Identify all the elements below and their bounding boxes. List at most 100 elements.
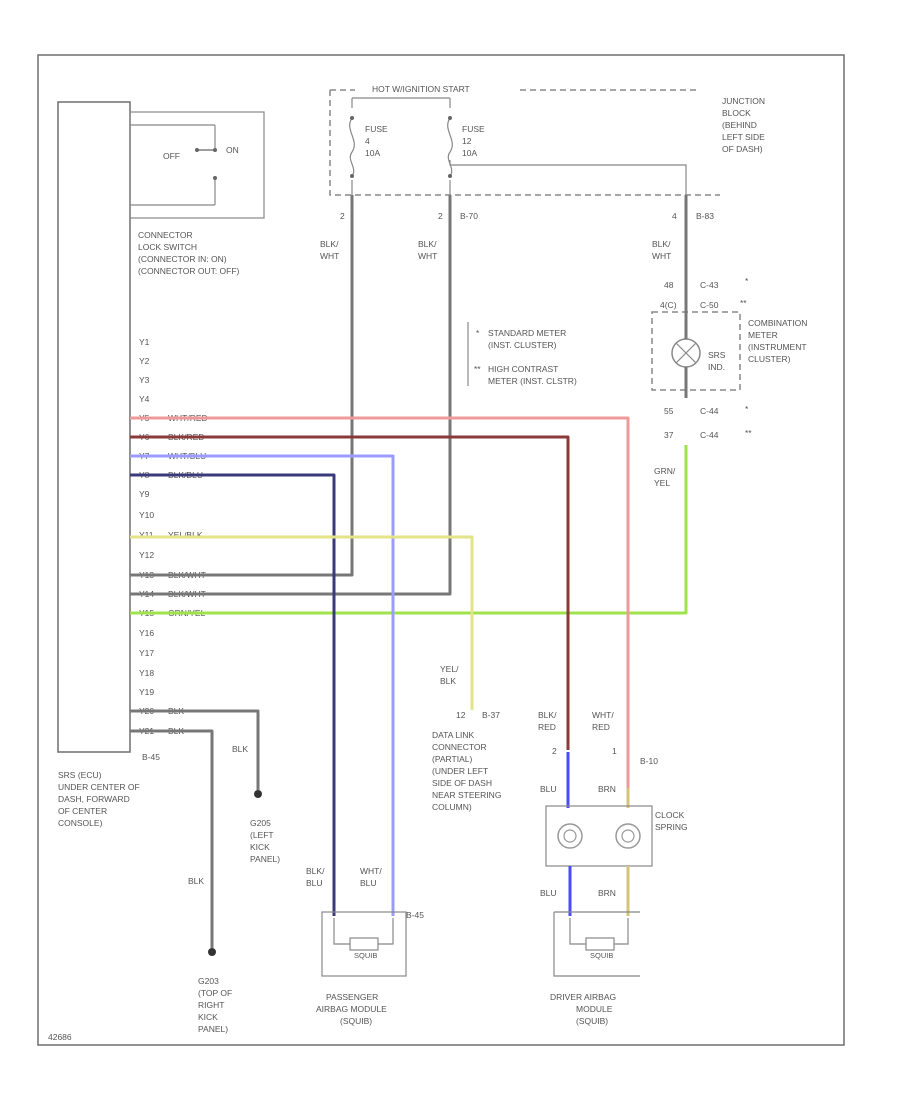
svg-text:METER (INST. CLSTR): METER (INST. CLSTR) — [488, 376, 577, 386]
svg-text:(TOP OF: (TOP OF — [198, 988, 232, 998]
svg-text:METER: METER — [748, 330, 778, 340]
svg-text:DRIVER AIRBAG: DRIVER AIRBAG — [550, 992, 616, 1002]
svg-text:DATA LINK: DATA LINK — [432, 730, 475, 740]
data-link-connector: YEL/ BLK 12 B-37 DATA LINK CONNECTOR (PA… — [432, 664, 501, 812]
svg-text:C-44: C-44 — [700, 430, 719, 440]
ecu-pin: Y2 — [139, 356, 150, 366]
clock-spring: BLK/ RED WHT/ RED 2 1 B-10 BLU BRN CLOCK… — [538, 710, 688, 916]
junction-block-label: JUNCTION BLOCK (BEHIND LEFT SIDE OF DASH… — [722, 96, 765, 154]
junction-block: HOT W/IGNITION START FUSE 4 10A FUSE 12 … — [329, 84, 720, 196]
svg-text:FUSE: FUSE — [462, 124, 485, 134]
svg-text:BLU: BLU — [540, 784, 557, 794]
wire-blk-blu — [130, 473, 336, 916]
svg-text:(SQUIB): (SQUIB) — [576, 1016, 608, 1026]
lock-switch: OFF ON — [129, 111, 265, 219]
srs-ecu-label: SRS (ECU) UNDER CENTER OF DASH, FORWARD … — [58, 770, 140, 828]
svg-text:2: 2 — [552, 746, 557, 756]
svg-text:OF DASH): OF DASH) — [722, 144, 763, 154]
svg-text:BLK/: BLK/ — [320, 239, 339, 249]
svg-text:12: 12 — [462, 136, 472, 146]
svg-text:WHT: WHT — [320, 251, 339, 261]
svg-text:10A: 10A — [462, 148, 477, 158]
svg-text:CONNECTOR: CONNECTOR — [432, 742, 487, 752]
svg-text:BLK: BLK — [188, 876, 204, 886]
wire-wht-blu — [130, 454, 395, 916]
wire-fuse4-blk-wht — [130, 195, 354, 577]
ecu-pin: Y18 — [139, 668, 154, 678]
svg-text:BLK/: BLK/ — [652, 239, 671, 249]
svg-text:OF CENTER: OF CENTER — [58, 806, 107, 816]
svg-text:COLUMN): COLUMN) — [432, 802, 472, 812]
meter-legend: * STANDARD METER (INST. CLUSTER) ** HIGH… — [467, 322, 577, 386]
diagram-frame — [37, 54, 845, 1046]
ecu-wire-code: YEL/BLK — [168, 530, 203, 540]
svg-text:WHT/: WHT/ — [360, 866, 382, 876]
svg-text:HIGH CONTRAST: HIGH CONTRAST — [488, 364, 558, 374]
svg-text:GRN/: GRN/ — [654, 466, 676, 476]
svg-text:12: 12 — [456, 710, 466, 720]
svg-text:DASH, FORWARD: DASH, FORWARD — [58, 794, 130, 804]
svg-text:*: * — [745, 276, 749, 286]
svg-text:SPRING: SPRING — [655, 822, 688, 832]
svg-text:SRS (ECU): SRS (ECU) — [58, 770, 102, 780]
wire-yel-blk — [130, 535, 474, 710]
svg-text:BLK/: BLK/ — [538, 710, 557, 720]
svg-text:LOCK SWITCH: LOCK SWITCH — [138, 242, 197, 252]
lock-switch-off-label: OFF — [163, 151, 180, 161]
svg-text:RIGHT: RIGHT — [198, 1000, 224, 1010]
svg-text:WHT: WHT — [418, 251, 437, 261]
svg-text:4: 4 — [365, 136, 370, 146]
svg-text:C-43: C-43 — [700, 280, 719, 290]
jb-pin-left: 2 — [340, 211, 345, 221]
svg-text:BRN: BRN — [598, 784, 616, 794]
svg-text:JUNCTION: JUNCTION — [722, 96, 765, 106]
combination-meter: 48 C-43 * 4(C) C-50 ** SRS IND. 55 C-44 … — [651, 276, 752, 440]
svg-text:BLK/: BLK/ — [306, 866, 325, 876]
svg-text:MODULE: MODULE — [576, 1004, 613, 1014]
combination-meter-label: COMBINATION METER (INSTRUMENT CLUSTER) — [748, 318, 807, 364]
jb-pin-mid: 2 — [438, 211, 443, 221]
svg-text:AIRBAG MODULE: AIRBAG MODULE — [316, 1004, 387, 1014]
svg-text:CONNECTOR: CONNECTOR — [138, 230, 193, 240]
svg-text:PANEL): PANEL) — [198, 1024, 228, 1034]
svg-text:BLU: BLU — [360, 878, 377, 888]
svg-text:BLK: BLK — [232, 744, 248, 754]
svg-text:B-45: B-45 — [406, 910, 424, 920]
svg-text:KICK: KICK — [198, 1012, 218, 1022]
svg-text:(CONNECTOR OUT: OFF): (CONNECTOR OUT: OFF) — [138, 266, 240, 276]
svg-text:BRN: BRN — [598, 888, 616, 898]
svg-text:*: * — [745, 404, 749, 414]
passenger-airbag-module: BLK/ BLU WHT/ BLU B-45 SQUIB PASSENGER A… — [306, 866, 424, 1026]
svg-text:(BEHIND: (BEHIND — [722, 120, 757, 130]
svg-text:WHT/: WHT/ — [592, 710, 614, 720]
svg-text:CLOCK: CLOCK — [655, 810, 685, 820]
wire-grn-yel — [130, 445, 688, 615]
ecu-pin: Y16 — [139, 628, 154, 638]
svg-text:CLUSTER): CLUSTER) — [748, 354, 791, 364]
svg-text:RED: RED — [592, 722, 610, 732]
svg-text:55: 55 — [664, 406, 674, 416]
svg-text:10A: 10A — [365, 148, 380, 158]
ecu-pin: Y4 — [139, 394, 150, 404]
svg-text:(CONNECTOR IN: ON): (CONNECTOR IN: ON) — [138, 254, 227, 264]
ecu-pin: Y17 — [139, 648, 154, 658]
svg-text:BLK/: BLK/ — [418, 239, 437, 249]
svg-text:BLK: BLK — [440, 676, 456, 686]
wire-blk-g205 — [130, 709, 260, 790]
svg-text:B-10: B-10 — [640, 756, 658, 766]
svg-text:BLOCK: BLOCK — [722, 108, 751, 118]
svg-text:1: 1 — [612, 746, 617, 756]
svg-text:BLU: BLU — [540, 888, 557, 898]
svg-text:SIDE OF DASH: SIDE OF DASH — [432, 778, 492, 788]
svg-text:YEL: YEL — [654, 478, 670, 488]
svg-text:(SQUIB): (SQUIB) — [340, 1016, 372, 1026]
svg-text:BLU: BLU — [306, 878, 323, 888]
junction-block-header: HOT W/IGNITION START — [372, 84, 470, 94]
ground-g205: G205 (LEFT KICK PANEL) — [250, 790, 280, 864]
ecu-pin: Y11 — [139, 530, 154, 540]
ecu-pin: Y10 — [139, 510, 154, 520]
svg-text:G205: G205 — [250, 818, 271, 828]
ecu-pin-list: Y1 Y2 Y3 Y4 Y5 Y6 Y7 Y8 Y9 Y10 Y11 Y12 Y… — [139, 337, 208, 762]
svg-text:B-37: B-37 — [482, 710, 500, 720]
svg-text:C-44: C-44 — [700, 406, 719, 416]
